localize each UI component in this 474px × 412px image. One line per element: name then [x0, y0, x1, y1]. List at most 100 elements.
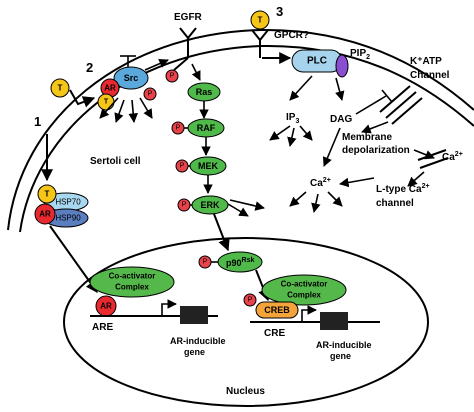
- ar-label-src: AR: [104, 84, 116, 93]
- l-type-channel: [417, 149, 449, 169]
- gene-left-line2: gene: [184, 347, 205, 357]
- phospho-erk-label: P: [182, 202, 187, 209]
- arrow-ca-influx: [407, 171, 425, 187]
- arrow-ca-out-1: [289, 191, 307, 207]
- ras-label: Ras: [196, 87, 213, 97]
- nucleus-envelope: [63, 237, 429, 407]
- gpcr-label: GPCR?: [274, 30, 309, 41]
- egfr-tail: [173, 57, 189, 71]
- arrow-t-to-src: [69, 89, 96, 108]
- src-label: Src: [124, 73, 139, 83]
- coactivator-complex-left: [89, 266, 175, 298]
- t-label-2b: T: [104, 99, 109, 106]
- arrow-src-out-2: [114, 99, 125, 123]
- pathway-number-2: 2: [86, 60, 93, 75]
- are-label: ARE: [92, 322, 113, 333]
- hsp90-label: HSP90: [55, 214, 81, 223]
- katp-channel: [379, 85, 423, 125]
- nucleus-label: Nucleus: [226, 386, 265, 397]
- coactivator-left-line2: Complex: [115, 283, 149, 292]
- t-ar-hsp-complex: HSP70 HSP90 AR T: [34, 184, 89, 228]
- arrow-src-to-egfr: [144, 59, 169, 71]
- tss-arrow-right: [301, 305, 317, 322]
- gpcr-receptor: [251, 29, 269, 58]
- phospho-mek-label: P: [180, 163, 185, 170]
- egfr-receptor: [179, 27, 197, 58]
- inhibit-dag-katp: [355, 95, 387, 115]
- arrow-src-out-4: [139, 97, 153, 119]
- coactivator-complex-right: [261, 274, 347, 306]
- cell-membrane-inner: [19, 44, 474, 233]
- arrow-src-out-1: [99, 97, 119, 119]
- arrow-ip3-out-1: [269, 125, 291, 141]
- ar-label-nucleus: AR: [100, 302, 112, 311]
- t-label-3: T: [258, 16, 263, 25]
- ca-ion-center: Ca2+: [310, 177, 331, 189]
- arrow-ca-out-3: [327, 191, 343, 207]
- phospho-egfr: [165, 69, 179, 83]
- p90rsk-label: p90Rsk: [226, 257, 254, 268]
- arrow-depol-to-ltype: [413, 149, 435, 160]
- gene-box-left: [180, 306, 208, 324]
- arrow-erk-out-1: [227, 203, 249, 217]
- pip2-node: [335, 54, 349, 78]
- creb-label: CREB: [264, 305, 290, 315]
- inhibit-bar: [381, 89, 393, 103]
- phospho-raf-label: P: [176, 125, 181, 132]
- arrow-erk-to-p90rsk: [213, 213, 230, 252]
- creb-node: [255, 301, 299, 319]
- coactivator-right-line2: Complex: [287, 291, 321, 300]
- egfr-label: EGFR: [174, 12, 203, 23]
- katp-label-line1: K⁺ATP: [410, 56, 442, 67]
- t-label-2a: T: [58, 84, 63, 93]
- ltype-label-line1: L-type Ca2+: [376, 183, 430, 195]
- t-node-1: [37, 184, 57, 204]
- raf-label: RAF: [197, 123, 216, 133]
- phospho-p90rsk-label: P: [203, 259, 208, 266]
- phospho-creb-label: P: [248, 297, 253, 304]
- gene-right-line2: gene: [330, 351, 351, 361]
- erk-label: ERK: [200, 200, 220, 210]
- phospho-creb: [243, 293, 257, 307]
- plc-label: PLC: [307, 56, 327, 67]
- coactivator-left-line1: Co-activator: [109, 272, 156, 281]
- gene-right-line1: AR-inducible: [316, 340, 372, 350]
- pathway-number-1: 1: [34, 114, 41, 129]
- arrow-src-out-3: [128, 99, 138, 123]
- phospho-src: [143, 87, 157, 101]
- ar-node-cytoplasm: [34, 203, 56, 225]
- hsp70-label: HSP70: [55, 198, 81, 207]
- ar-label-cytoplasm: AR: [39, 210, 51, 219]
- ip3-label: IP3: [286, 112, 299, 125]
- arrow-plc-to-ip3: [289, 75, 313, 101]
- pip2-label: PIP2: [350, 48, 370, 61]
- src-complex: Src AR T P: [97, 55, 157, 111]
- membrane-depol-line2: depolarization: [342, 145, 410, 156]
- pathway-number-3: 3: [276, 4, 283, 19]
- mek-label: MEK: [198, 161, 219, 171]
- phospho-egfr-label: P: [170, 73, 175, 80]
- membrane-depol-line1: Membrane: [342, 132, 392, 143]
- ca-ion-outside: Ca2+: [442, 151, 463, 163]
- sertoli-cell-label: Sertoli cell: [90, 156, 141, 167]
- arrow-ip3-out-3: [299, 125, 313, 141]
- arrow-katp-to-membrane: [361, 121, 389, 134]
- cell-membrane-outer: [7, 28, 474, 231]
- t-label-1: T: [45, 190, 50, 199]
- p90rsk-node: [217, 251, 263, 273]
- t-node-2a: [50, 78, 70, 98]
- arrow-ar-to-nucleus: [49, 225, 98, 293]
- arrow-ip3-out-2: [287, 127, 297, 147]
- coactivator-right-line1: Co-activator: [281, 280, 328, 289]
- arrow-ca-out-2: [311, 193, 321, 213]
- gene-left-line1: AR-inducible: [170, 336, 226, 346]
- arrow-erk-out-2: [229, 199, 265, 211]
- arrow-ltype-to-ca: [339, 177, 375, 188]
- gene-box-right: [320, 312, 348, 330]
- katp-label-line2: Channel: [410, 70, 450, 81]
- arrow-pip2-to-dag: [335, 77, 345, 101]
- phospho-src-label: P: [148, 91, 153, 98]
- t-node-3: [250, 10, 270, 30]
